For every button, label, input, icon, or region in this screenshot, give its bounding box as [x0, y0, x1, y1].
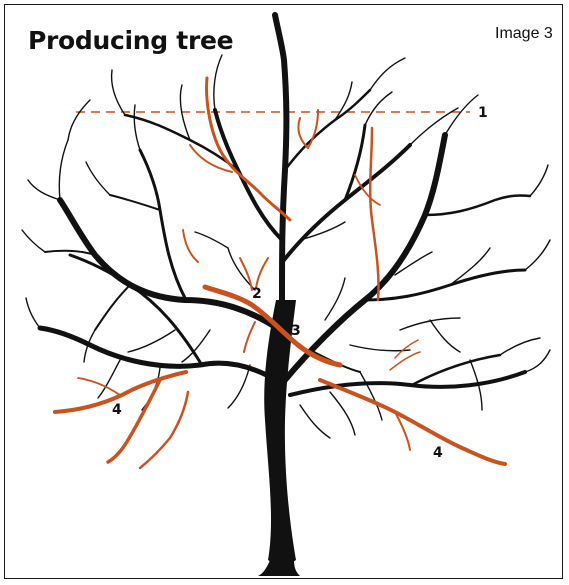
callout-4-right: 4	[433, 445, 443, 461]
callout-4-left: 4	[112, 402, 122, 418]
fine-twigs	[21, 54, 551, 439]
callout-2: 2	[252, 286, 262, 302]
tree-trunk	[264, 300, 296, 565]
image-number-label: Image 3	[495, 25, 553, 42]
callout-3: 3	[291, 323, 301, 339]
callout-1: 1	[478, 105, 488, 121]
prune-branches	[53, 76, 507, 470]
diagram-title: Producing tree	[28, 26, 234, 55]
